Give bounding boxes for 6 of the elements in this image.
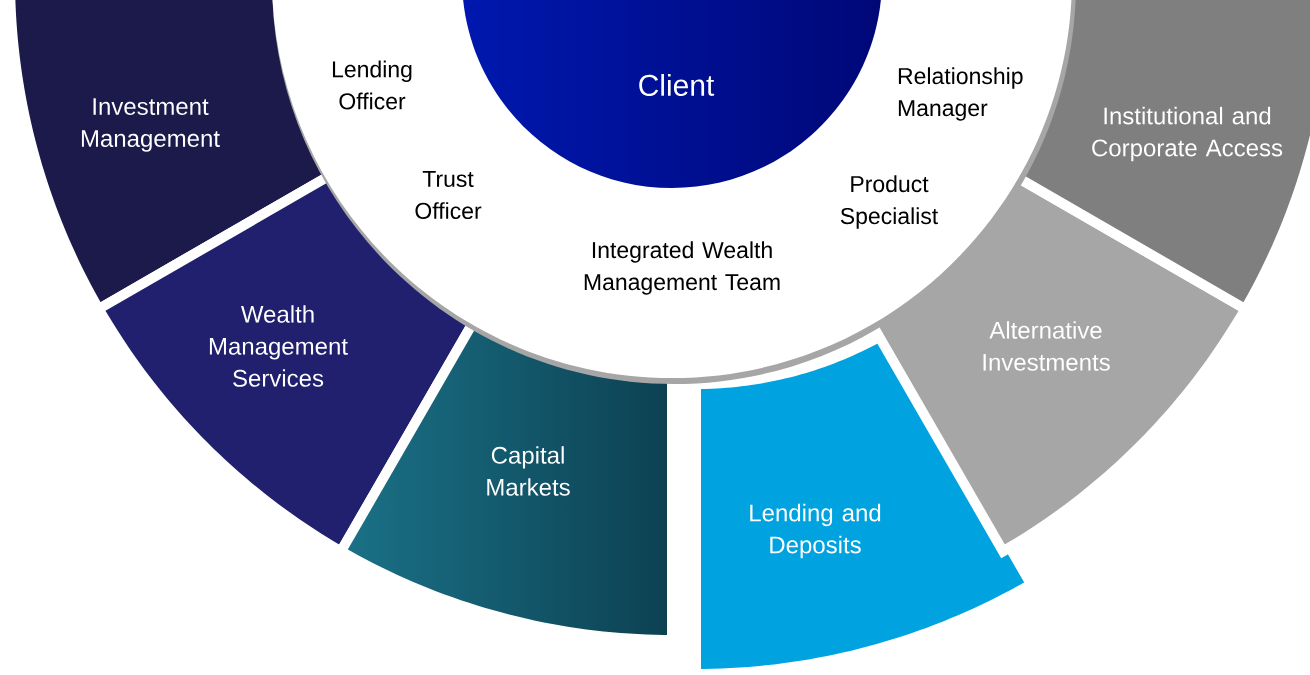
- role-label: Lending Officer: [332, 60, 412, 110]
- role-label: Product Specialist: [840, 175, 939, 229]
- client-semicircle: Client: [639, 74, 715, 96]
- role-label: Relationship Manager: [898, 67, 1023, 121]
- role-label: Trust Officer: [415, 171, 482, 219]
- role-label: Integrated Wealth Management Team: [584, 241, 780, 295]
